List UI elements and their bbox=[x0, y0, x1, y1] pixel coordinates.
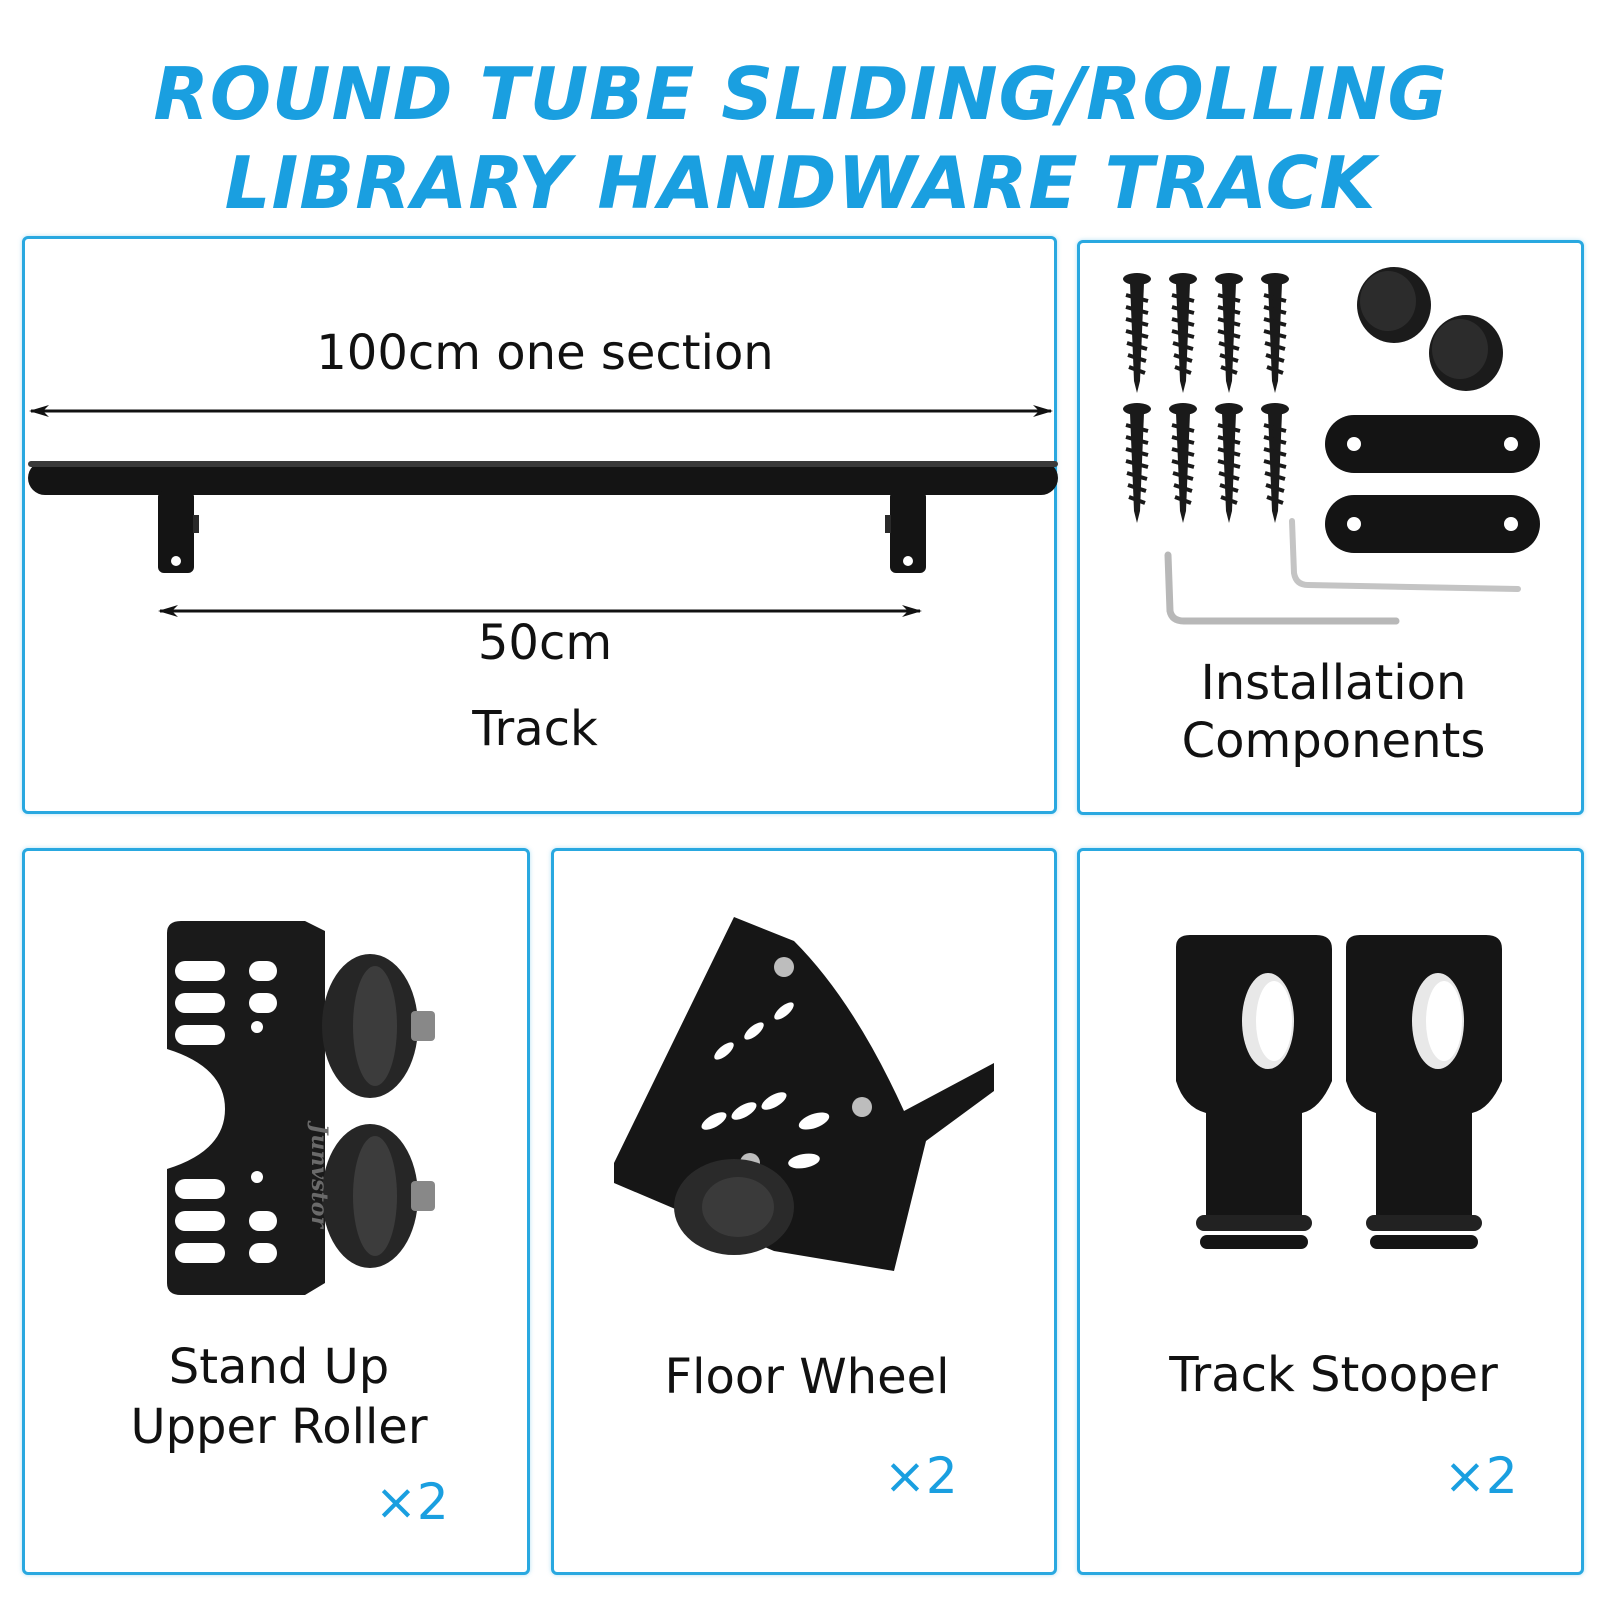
end-cap-icon bbox=[1357, 267, 1431, 343]
track-bracket-right bbox=[885, 491, 926, 573]
stopper-name-label: Track Stooper bbox=[1169, 1347, 1498, 1403]
floor-wheel bbox=[674, 1159, 794, 1255]
page-title-line1: ROUND TUBE SLIDING/ROLLING bbox=[153, 52, 1448, 136]
roller-illustration bbox=[167, 921, 435, 1295]
wheel-panel: Floor Wheel ×2 bbox=[551, 848, 1057, 1575]
roller-quantity: ×2 bbox=[375, 1473, 449, 1531]
installation-panel: Installation Components bbox=[1077, 240, 1584, 815]
wheel-quantity: ×2 bbox=[884, 1447, 958, 1505]
end-cap-icon-2 bbox=[1429, 315, 1503, 391]
roller-wheel-top bbox=[322, 954, 435, 1098]
roller-name-line1: Stand Up bbox=[168, 1339, 390, 1395]
track-panel: 100cm one section 50cm Track bbox=[22, 236, 1058, 814]
mounting-plate-icon-2 bbox=[1325, 495, 1540, 553]
installation-illustration bbox=[1121, 267, 1540, 625]
allen-key-icon-2 bbox=[1289, 518, 1521, 592]
allen-key-icon bbox=[1164, 551, 1400, 625]
wheel-illustration bbox=[614, 917, 994, 1271]
wheel-mount-plate bbox=[614, 917, 994, 1271]
brand-logo: Junvstor bbox=[306, 1124, 332, 1228]
roller-bracket bbox=[167, 921, 325, 1295]
track-name-label: Track bbox=[472, 701, 598, 757]
track-bracket-left bbox=[158, 491, 199, 573]
mounting-plate-icon bbox=[1325, 415, 1540, 473]
track-rail bbox=[28, 461, 1058, 495]
stopper-panel: Track Stooper ×2 bbox=[1077, 848, 1584, 1575]
wheel-name-label: Floor Wheel bbox=[664, 1349, 950, 1405]
bracket-spacing-label: 50cm bbox=[477, 615, 613, 671]
stopper-illustration bbox=[1176, 935, 1502, 1249]
roller-wheel-bottom bbox=[322, 1124, 435, 1268]
track-illustration bbox=[28, 405, 1058, 617]
roller-panel: Junvstor Stand Up Upper Roller ×2 bbox=[22, 848, 530, 1575]
stopper-quantity: ×2 bbox=[1444, 1447, 1518, 1505]
page-title-line2: LIBRARY HANDWARE TRACK bbox=[224, 141, 1377, 225]
screw-icon bbox=[1123, 273, 1151, 393]
roller-name-line2: Upper Roller bbox=[130, 1399, 428, 1455]
installation-name-line1: Installation bbox=[1200, 655, 1467, 711]
track-length-label: 100cm one section bbox=[316, 325, 774, 381]
track-stopper-icon bbox=[1176, 935, 1332, 1249]
installation-name-line2: Components bbox=[1181, 713, 1486, 769]
